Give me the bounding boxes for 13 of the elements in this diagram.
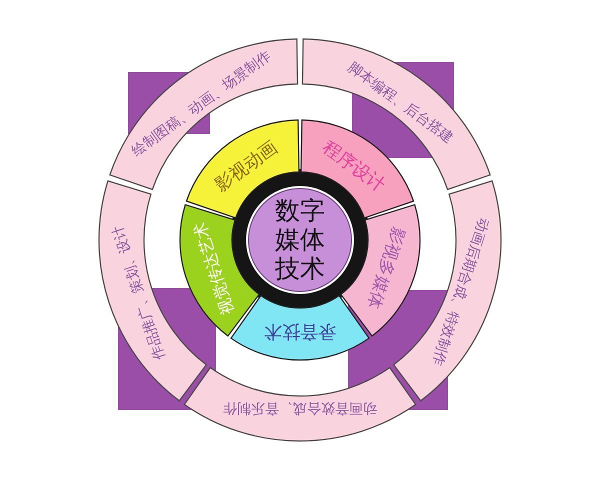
segment-label: 影视多媒体 bbox=[364, 224, 407, 311]
center-title: 数字媒体技术 bbox=[274, 196, 326, 284]
inner-ring-segment bbox=[339, 203, 421, 337]
segment-label: 录音技术 bbox=[264, 323, 336, 341]
inner-ring-segment bbox=[179, 203, 261, 337]
segment-label: 动画后期合成、特效制作 bbox=[430, 216, 492, 368]
segment-label: 视觉传达艺术 bbox=[192, 219, 238, 316]
outer-ring-segment bbox=[108, 38, 299, 191]
outer-ring-segment bbox=[183, 366, 417, 442]
segment-label: 作品推广、策划、设计 bbox=[110, 224, 167, 362]
outer-ring-segment bbox=[301, 38, 492, 191]
segment-label: 影视动画 bbox=[212, 137, 280, 194]
segment-label: 动画音效合成、音乐制作 bbox=[223, 402, 377, 416]
